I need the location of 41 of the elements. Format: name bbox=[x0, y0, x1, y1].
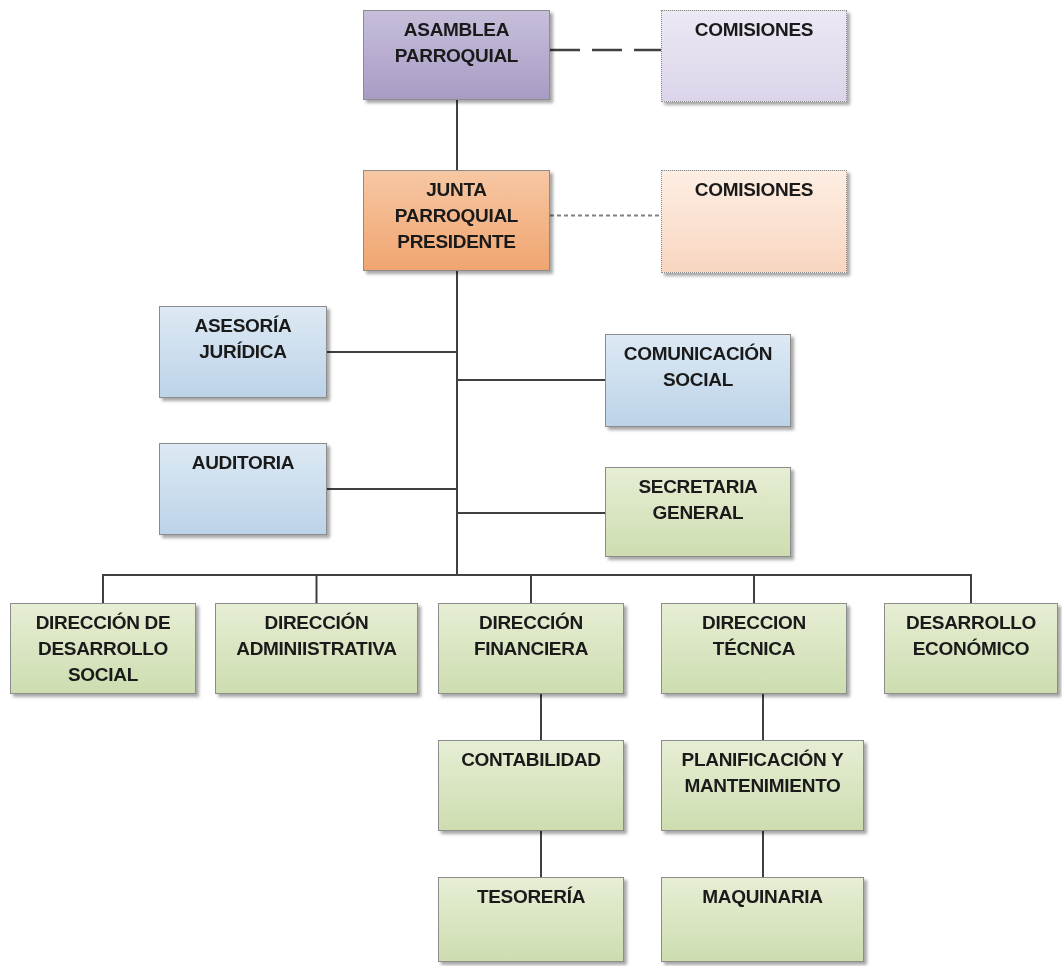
box-label: TESORERÍA bbox=[476, 885, 586, 909]
connector-line bbox=[762, 693, 764, 741]
org-box bbox=[159, 306, 327, 398]
box-label: MAQUINARIA bbox=[702, 885, 823, 909]
connector-line bbox=[540, 693, 542, 741]
box-label: ASAMBLEA PARROQUIAL bbox=[393, 18, 520, 68]
org-box bbox=[363, 10, 550, 100]
org-box bbox=[661, 10, 847, 102]
dashed-connector bbox=[549, 214, 662, 217]
connector-line bbox=[540, 830, 542, 878]
box-label: SECRETARIA GENERAL bbox=[637, 475, 759, 525]
org-box bbox=[363, 170, 550, 271]
box-label: PLANIFICACIÓN Y MANTENIMIENTO bbox=[680, 748, 845, 798]
box-label: DESARROLLO ECONÓMICO bbox=[905, 611, 1037, 661]
org-box bbox=[661, 740, 864, 831]
org-box bbox=[215, 603, 418, 694]
org-box bbox=[661, 877, 864, 962]
org-box bbox=[159, 443, 327, 535]
connector-line bbox=[762, 830, 764, 878]
org-box bbox=[10, 603, 196, 694]
org-box bbox=[661, 170, 847, 273]
org-box bbox=[438, 603, 624, 694]
org-box bbox=[438, 877, 624, 962]
org-box bbox=[884, 603, 1058, 694]
box-label: COMUNICACIÓN SOCIAL bbox=[622, 342, 774, 392]
box-label: JUNTA PARROQUIAL PRESIDENTE bbox=[393, 178, 520, 254]
org-box bbox=[605, 334, 791, 427]
box-label: DIRECCIÓN ADMINIISTRATIVA bbox=[235, 611, 398, 661]
connector-line bbox=[456, 99, 458, 171]
box-label: COMISIONES bbox=[694, 178, 814, 202]
box-label: ASESORÍA JURÍDICA bbox=[193, 314, 293, 364]
box-label: DIRECCIÓN FINANCIERA bbox=[472, 611, 590, 661]
box-label: DIRECCIÓN DE DESARROLLO SOCIAL bbox=[34, 611, 172, 687]
org-box bbox=[605, 467, 791, 557]
box-label: COMISIONES bbox=[694, 18, 814, 42]
box-label: AUDITORIA bbox=[191, 451, 295, 475]
org-box bbox=[438, 740, 624, 831]
box-label: CONTABILIDAD bbox=[461, 748, 601, 772]
box-label: DIRECCION TÉCNICA bbox=[701, 611, 807, 661]
org-box bbox=[661, 603, 847, 694]
dashed-connector bbox=[550, 48, 661, 52]
